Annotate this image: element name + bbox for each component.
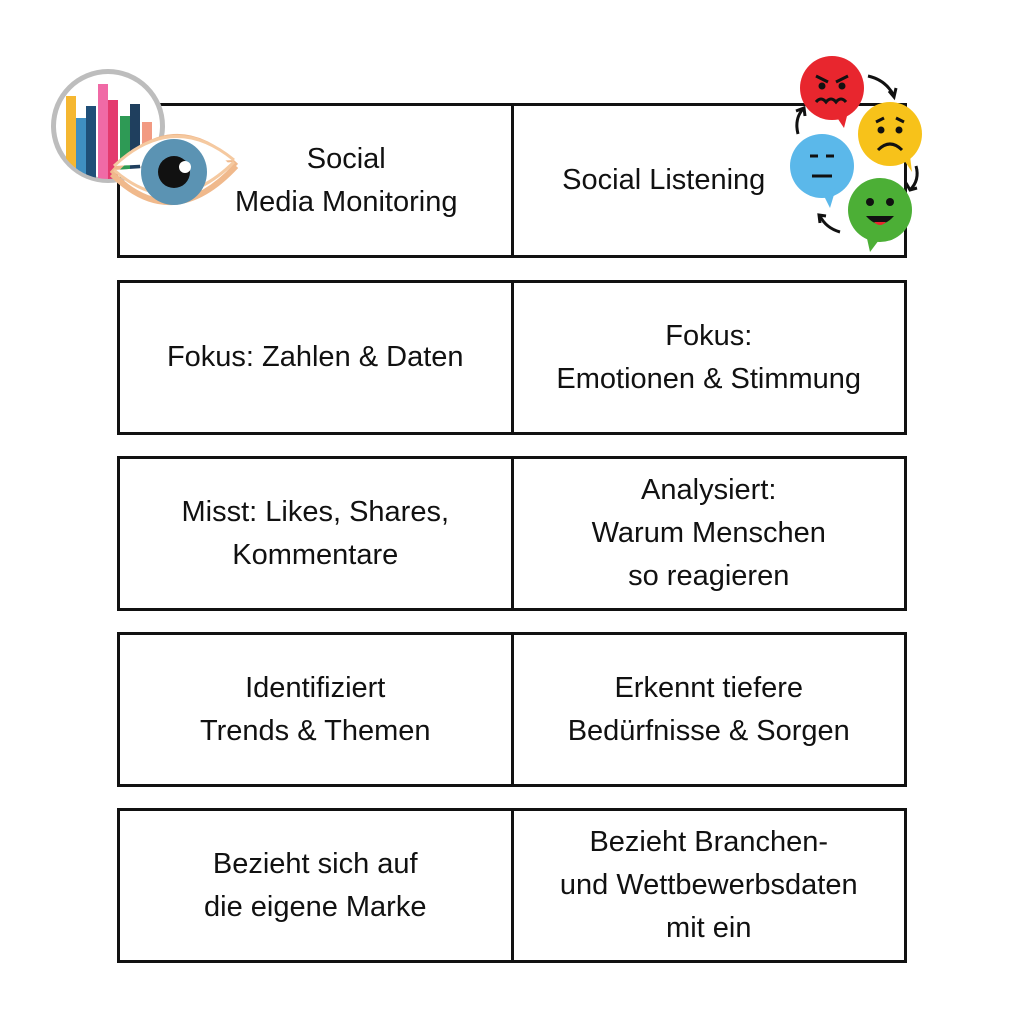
neutral-face-icon — [790, 134, 854, 208]
happy-face-icon — [848, 178, 912, 252]
cell-text: Erkennt tiefere Bedürfnisse & Sorgen — [567, 671, 850, 747]
cell-left: Misst: Likes, Shares, Kommentare — [120, 459, 511, 608]
chart-eye-icon — [51, 69, 239, 206]
cycle-arrows — [795, 74, 919, 234]
cell-text: Social Media Monitoring — [235, 142, 458, 218]
cell-right: Social Listening — [510, 106, 905, 255]
cell-text: Identifiziert Trends & Themen — [200, 671, 431, 747]
angry-face-icon — [800, 56, 864, 128]
emotion-bubbles-icon — [790, 56, 922, 252]
table-row: Social Media Monitoring Social Listening — [117, 103, 907, 258]
cell-right: Fokus: Emotionen & Stimmung — [510, 283, 905, 432]
table-row: Identifiziert Trends & Themen Erkennt ti… — [117, 632, 907, 787]
cell-right: Erkennt tiefere Bedürfnisse & Sorgen — [510, 635, 905, 784]
cell-text: Social Listening — [562, 164, 766, 196]
cell-left: Bezieht sich auf die eigene Marke — [120, 811, 511, 960]
cell-text: Bezieht Branchen- und Wettbewerbsdaten m… — [559, 826, 858, 944]
cell-right: Bezieht Branchen- und Wettbewerbsdaten m… — [510, 811, 905, 960]
cell-text: Bezieht sich auf die eigene Marke — [204, 847, 427, 923]
table-row: Bezieht sich auf die eigene Marke Bezieh… — [117, 808, 907, 963]
sad-face-icon — [858, 102, 922, 172]
cell-left: Fokus: Zahlen & Daten — [120, 283, 511, 432]
cell-right: Analysiert: Warum Menschen so reagieren — [510, 459, 905, 608]
cell-text: Misst: Likes, Shares, Kommentare — [181, 495, 450, 571]
eye-graphic — [109, 133, 239, 206]
cell-text: Fokus: Zahlen & Daten — [166, 341, 464, 373]
table-row: Misst: Likes, Shares, Kommentare Analysi… — [117, 456, 907, 611]
cell-text: Fokus: Emotionen & Stimmung — [556, 319, 862, 395]
cell-left: Identifiziert Trends & Themen — [120, 635, 511, 784]
cell-text: Analysiert: Warum Menschen so reagieren — [591, 474, 826, 592]
table-row: Fokus: Zahlen & Daten Fokus: Emotionen &… — [117, 280, 907, 435]
cell-left: Social Media Monitoring — [120, 106, 511, 255]
